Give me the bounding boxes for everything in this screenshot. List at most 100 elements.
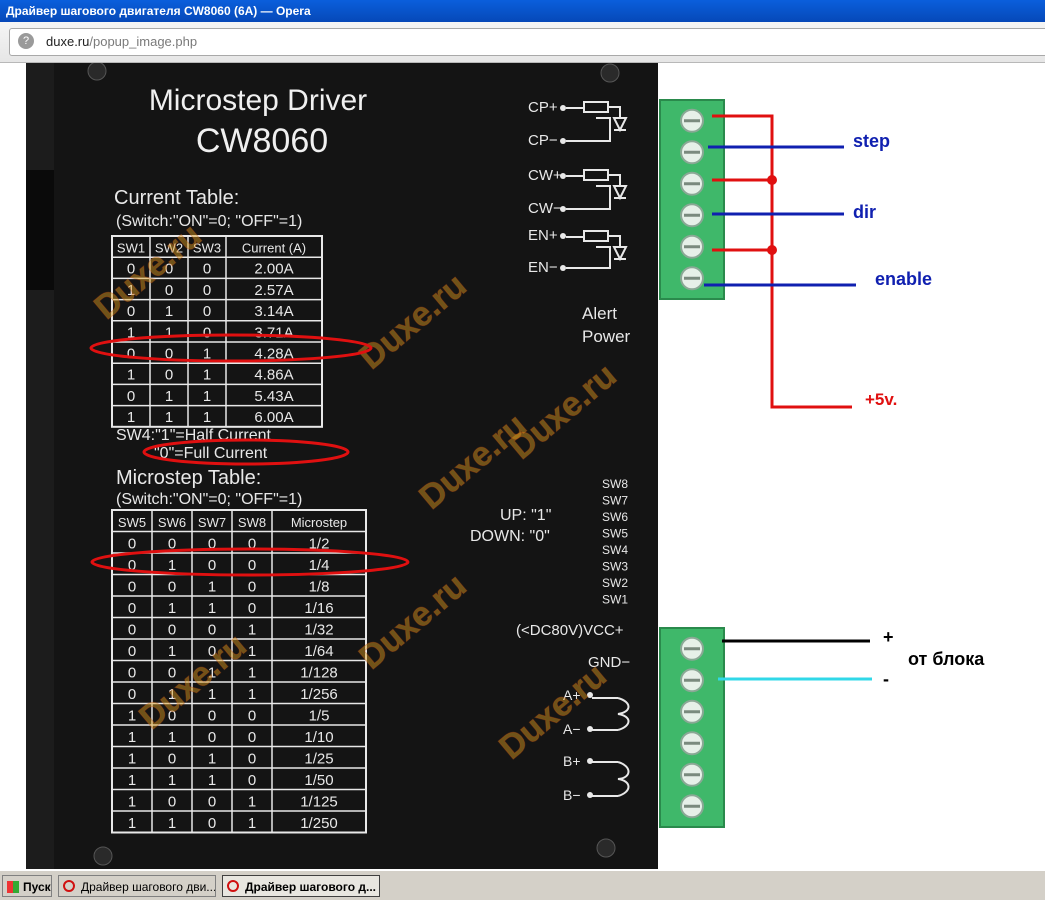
current-table-cell: 0 [203, 282, 211, 299]
url-path: /popup_image.php [89, 34, 198, 49]
current-table-cell: 1 [203, 367, 211, 384]
taskbar-item-opera-2[interactable]: Драйвер шагового д... [222, 875, 380, 897]
power-motor-terminal-block [659, 627, 725, 828]
microstep-table-header: SW5 [118, 515, 146, 530]
motor-label: A− [563, 721, 581, 737]
microstep-table-cell: 1 [168, 643, 176, 660]
microstep-table-header: SW6 [158, 515, 186, 530]
microstep-table-cell: 1/5 [309, 707, 330, 724]
microstep-table-cell: 0 [128, 621, 136, 638]
window-title: Драйвер шагового двигателя CW8060 (6A) —… [6, 4, 311, 18]
current-table-cell: 1 [203, 388, 211, 405]
microstep-table-cell: 0 [208, 729, 216, 746]
microstep-table-cell: 0 [168, 535, 176, 552]
microstep-table-cell: 1/125 [300, 793, 338, 810]
switch-label: SW1 [602, 593, 628, 607]
microstep-table-cell: 0 [248, 557, 256, 574]
microstep-table-cell: 1 [248, 621, 256, 638]
current-table-cell: 4.86A [254, 367, 293, 384]
sw4-full-note: "0"=Full Current [154, 445, 268, 462]
microstep-table-cell: 0 [248, 578, 256, 595]
current-table-cell: 6.00A [254, 409, 293, 426]
microstep-table-cell: 1 [128, 729, 136, 746]
microstep-table-cell: 0 [208, 621, 216, 638]
microstep-table-cell: 1 [248, 793, 256, 810]
current-table-cell: 5.43A [254, 388, 293, 405]
switch-label: SW3 [602, 560, 628, 574]
microstep-table-cell: 0 [168, 750, 176, 767]
microstep-table-cell: 1 [168, 772, 176, 789]
microstep-table-header: SW7 [198, 515, 226, 530]
microstep-table-cell: 1 [208, 578, 216, 595]
highlight-current-4-28 [89, 333, 373, 363]
microstep-table-cell: 1 [248, 664, 256, 681]
current-table-header: SW3 [193, 241, 221, 256]
microstep-table-cell: 0 [128, 600, 136, 617]
current-table-header: Current (A) [242, 241, 306, 256]
motor-phase-labels: A+A−B+B− [563, 687, 593, 803]
microstep-table-cell: 0 [248, 772, 256, 789]
current-table-cell: 0 [203, 303, 211, 320]
taskbar-item-opera-1[interactable]: Драйвер шагового дви... [58, 875, 216, 897]
current-table-cell: 3.71A [254, 324, 293, 341]
input-signal-labels: CP+CP−CW+CW−EN+EN− [528, 99, 566, 276]
label-minus: - [883, 669, 889, 689]
switch-label: SW7 [602, 494, 628, 508]
current-table-cell: 0 [127, 303, 135, 320]
driver-panel [26, 63, 658, 869]
microstep-table-header: SW8 [238, 515, 266, 530]
current-table-title: Current Table: [114, 187, 239, 209]
site-info-icon[interactable]: ? [18, 33, 34, 49]
microstep-table-note: (Switch:"ON"=0; "OFF"=1) [116, 491, 302, 508]
current-table-cell: 2.00A [254, 261, 293, 278]
current-table-cell: 0 [203, 261, 211, 278]
microstep-table-cell: 1 [208, 750, 216, 767]
microstep-table-cell: 0 [128, 578, 136, 595]
microstep-table-cell: 1/32 [304, 621, 333, 638]
taskbar: Пуск Драйвер шагового дви... Драйвер шаг… [0, 869, 1045, 900]
microstep-table-cell: 1 [248, 686, 256, 703]
driver-photo: Microstep Driver CW8060 Current Table: (… [0, 63, 1045, 869]
motor-label: B− [563, 787, 581, 803]
red-wire-5v [712, 114, 852, 409]
current-table-cell: 1 [203, 409, 211, 426]
microstep-table-cell: 0 [128, 535, 136, 552]
microstep-table-cell: 1 [128, 772, 136, 789]
current-table-cell: 1 [127, 367, 135, 384]
motor-label: A+ [563, 687, 581, 703]
url-domain: duxe.ru [46, 34, 90, 49]
microstep-table-cell: 0 [208, 707, 216, 724]
highlight-full-current [142, 438, 350, 466]
input-label: CP+ [528, 99, 558, 116]
address-url[interactable]: duxe.ru/popup_image.php [46, 34, 197, 49]
microstep-table-cell: 1 [168, 557, 176, 574]
microstep-table-cell: 0 [128, 664, 136, 681]
microstep-table-cell: 1/128 [300, 664, 338, 681]
microstep-table-cell: 0 [248, 600, 256, 617]
current-table-cell: 1 [165, 388, 173, 405]
microstep-table-cell: 1/8 [309, 578, 330, 595]
current-table-cell: 4.28A [254, 346, 293, 363]
current-table-header: SW2 [155, 241, 183, 256]
microstep-table-cell: 1 [168, 686, 176, 703]
microstep-table-cell: 0 [128, 557, 136, 574]
opera-icon [227, 880, 239, 892]
current-table-cell: 1 [165, 303, 173, 320]
current-table-cell: 0 [165, 282, 173, 299]
microstep-table-cell: 0 [208, 815, 216, 832]
microstep-table-cell: 1/10 [304, 729, 333, 746]
current-table-cell: 0 [165, 346, 173, 363]
address-field[interactable]: ? duxe.ru/popup_image.php [9, 28, 1045, 56]
switch-label: SW6 [602, 510, 628, 524]
microstep-table-cell: 1 [248, 815, 256, 832]
power-label: Power [582, 327, 631, 346]
address-toolbar: ? duxe.ru/popup_image.php [0, 22, 1045, 63]
microstep-table-cell: 1 [248, 643, 256, 660]
microstep-table-cell: 0 [248, 750, 256, 767]
microstep-table-cell: 1 [128, 815, 136, 832]
microstep-table-cell: 0 [208, 793, 216, 810]
gnd-label: GND− [588, 654, 630, 671]
start-button[interactable]: Пуск [2, 875, 52, 897]
